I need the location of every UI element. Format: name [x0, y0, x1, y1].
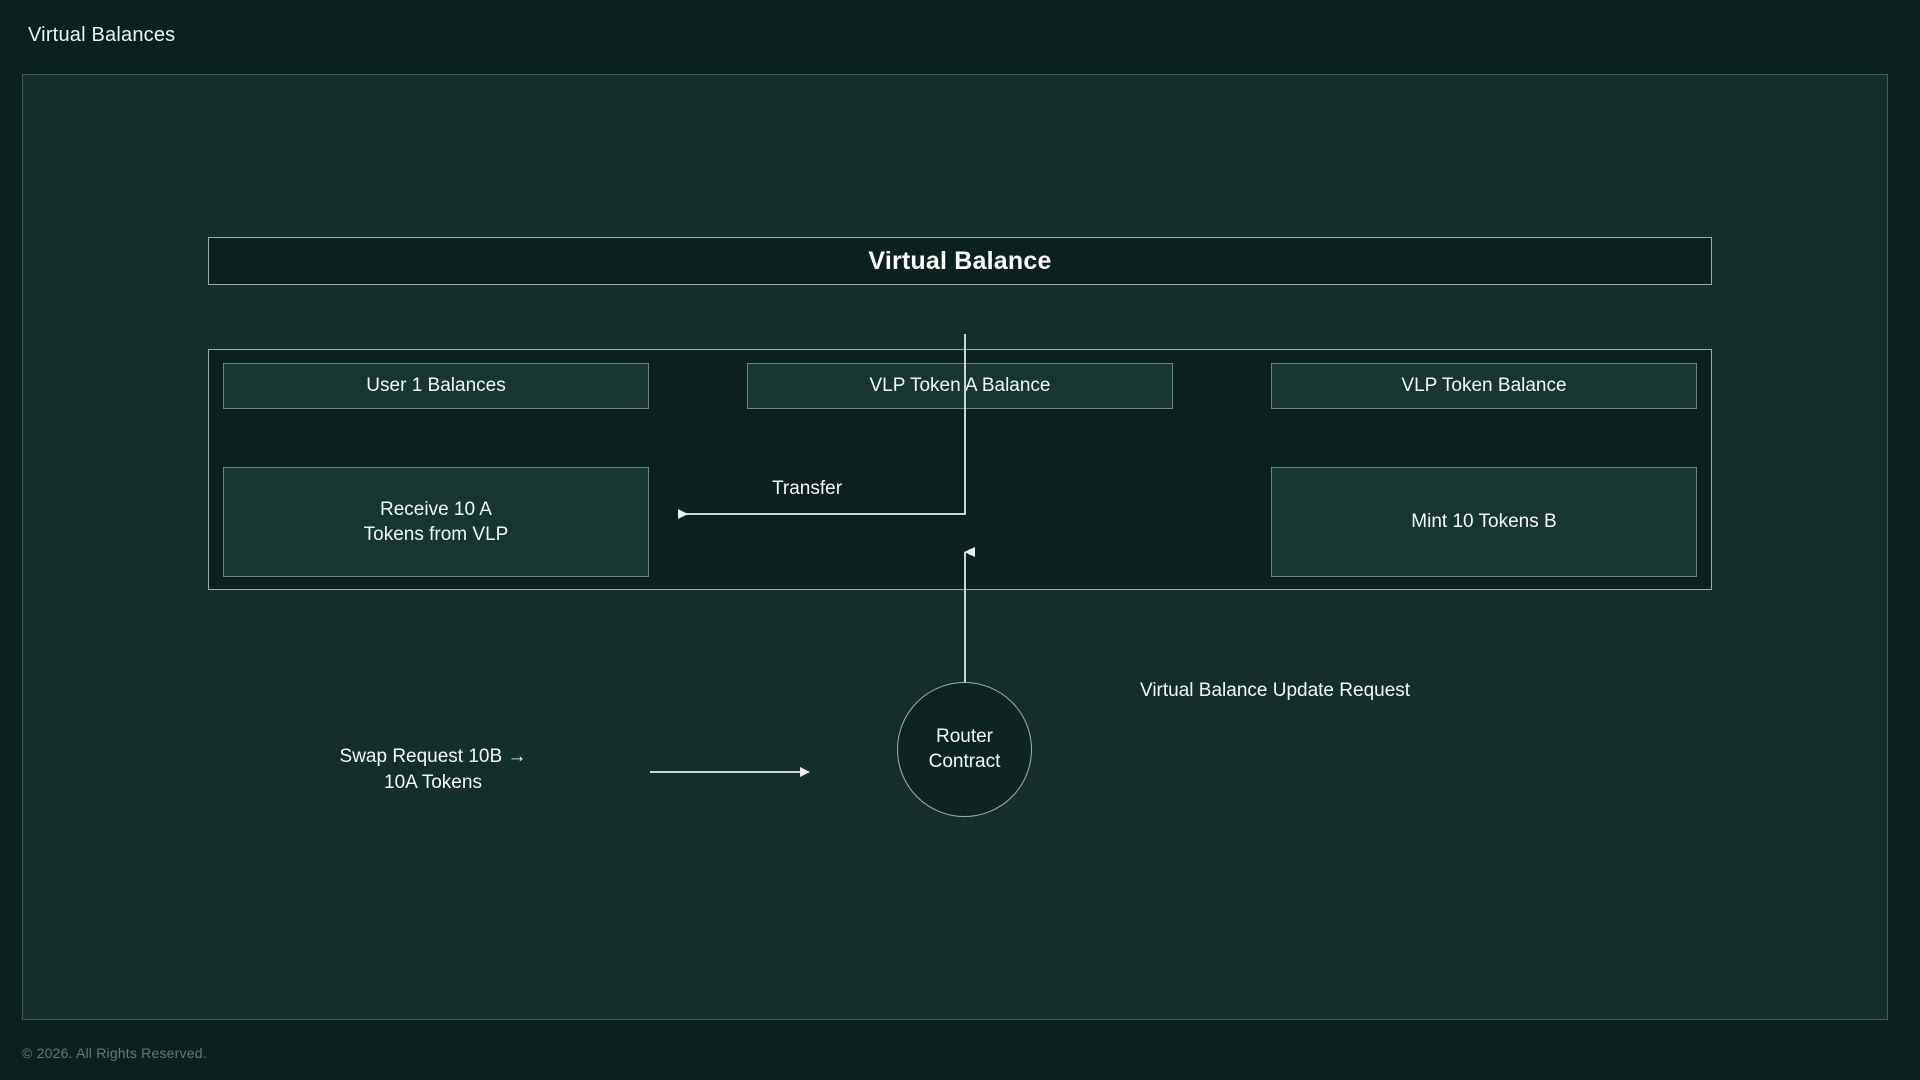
box-vlp-token-balance[interactable]: VLP Token Balance	[1271, 363, 1697, 409]
box-receive-tokens[interactable]: Receive 10 A Tokens from VLP	[223, 467, 649, 577]
page-title: Virtual Balances	[28, 24, 176, 46]
virtual-balance-update-request-label: Virtual Balance Update Request	[1140, 680, 1411, 701]
footer-copyright: © 2026. All Rights Reserved.	[22, 1045, 207, 1061]
virtual-balance-banner-label: Virtual Balance	[868, 246, 1052, 275]
box-user1-balances[interactable]: User 1 Balances	[223, 363, 649, 409]
router-contract-node[interactable]: Router Contract	[897, 682, 1032, 817]
virtual-balance-group: User 1 Balances VLP Token A Balance VLP …	[208, 349, 1712, 590]
box-mint-tokens[interactable]: Mint 10 Tokens B	[1271, 467, 1697, 577]
virtual-balance-banner: Virtual Balance	[208, 237, 1712, 285]
swap-request-label: Swap Request 10B → 10A Tokens	[339, 746, 527, 793]
diagram-panel: Virtual Balance User 1 Balances VLP Toke…	[22, 74, 1888, 1020]
transfer-label: Transfer	[772, 478, 843, 499]
box-vlp-token-a-balance[interactable]: VLP Token A Balance	[747, 363, 1173, 409]
